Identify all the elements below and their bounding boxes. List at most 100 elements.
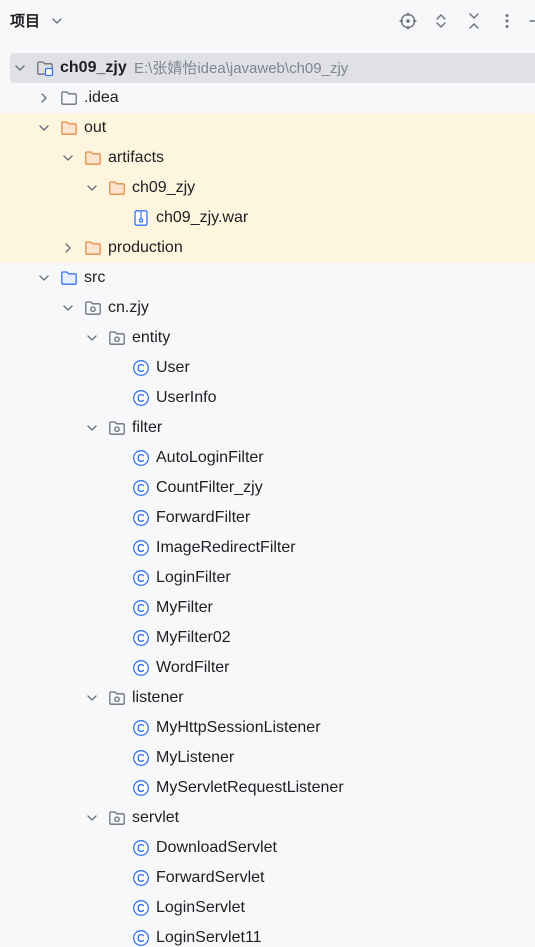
- tree-node-countfilter-zjy[interactable]: CountFilter_zjy: [0, 473, 535, 503]
- tree-node-myfilter02[interactable]: MyFilter02: [0, 623, 535, 653]
- class-icon: [132, 389, 150, 407]
- class-icon: [132, 779, 150, 797]
- package-icon: [108, 689, 126, 707]
- class-icon: [132, 479, 150, 497]
- chevron-right-icon[interactable]: [61, 241, 75, 255]
- tree-node-artifacts[interactable]: artifacts: [0, 143, 535, 173]
- tree-node-label: UserInfo: [156, 389, 217, 406]
- tree-node-label: DownloadServlet: [156, 839, 277, 856]
- chevron-down-icon[interactable]: [61, 301, 75, 315]
- tree-node-label: MyServletRequestListener: [156, 779, 344, 796]
- chevron-down-icon[interactable]: [61, 151, 75, 165]
- excluded-folder-icon: [108, 179, 126, 197]
- tree-node-forwardfilter[interactable]: ForwardFilter: [0, 503, 535, 533]
- more-options-icon[interactable]: [497, 11, 517, 31]
- tree-node-label: LoginServlet: [156, 899, 245, 916]
- tree-node-label: .idea: [84, 89, 119, 106]
- tree-node-label: production: [108, 239, 183, 256]
- excluded-folder-icon: [84, 149, 102, 167]
- tree-node-label: WordFilter: [156, 659, 230, 676]
- tree-node-label: artifacts: [108, 149, 165, 166]
- tree-node-userinfo[interactable]: UserInfo: [0, 383, 535, 413]
- tree-node-label: src: [84, 269, 106, 286]
- chevron-down-icon[interactable]: [85, 811, 99, 825]
- tree-node-idea[interactable]: .idea: [0, 83, 535, 113]
- tree-node-user[interactable]: User: [0, 353, 535, 383]
- class-icon: [132, 659, 150, 677]
- class-icon: [132, 839, 150, 857]
- class-icon: [132, 749, 150, 767]
- package-icon: [84, 299, 102, 317]
- tree-node-label: User: [156, 359, 190, 376]
- project-tool-window-header: 项目: [0, 0, 535, 44]
- chevron-down-icon[interactable]: [37, 121, 51, 135]
- tree-node-label: ch09_zjy: [60, 59, 127, 76]
- expand-all-icon[interactable]: [431, 11, 451, 31]
- tree-node-label: MyHttpSessionListener: [156, 719, 321, 736]
- tree-node-ch09-zjy-war[interactable]: ch09_zjy.war: [0, 203, 535, 233]
- class-icon: [132, 869, 150, 887]
- tree-node-production[interactable]: production: [0, 233, 535, 263]
- project-tree: ch09_zjy E:\张婧怡idea\javaweb\ch09_zjy .idea…: [0, 53, 535, 947]
- tree-node-listener[interactable]: listener: [0, 683, 535, 713]
- tree-node-label: ImageRedirectFilter: [156, 539, 296, 556]
- tree-node-myhttpsessionlistener[interactable]: MyHttpSessionListener: [0, 713, 535, 743]
- chevron-down-icon[interactable]: [50, 14, 64, 28]
- tree-node-cn-zjy[interactable]: cn.zjy: [0, 293, 535, 323]
- chevron-down-icon[interactable]: [85, 181, 99, 195]
- tree-node-imageredirectfilter[interactable]: ImageRedirectFilter: [0, 533, 535, 563]
- hide-panel-icon[interactable]: [527, 11, 535, 31]
- tree-node-label: servlet: [132, 809, 180, 826]
- tree-node-label: LoginFilter: [156, 569, 231, 586]
- chevron-down-icon[interactable]: [13, 61, 27, 75]
- tree-node-loginservlet[interactable]: LoginServlet: [0, 893, 535, 923]
- locate-icon[interactable]: [398, 11, 418, 31]
- class-icon: [132, 899, 150, 917]
- tree-node-label: ch09_zjy.war: [156, 209, 249, 226]
- class-icon: [132, 449, 150, 467]
- class-icon: [132, 929, 150, 947]
- collapse-all-icon[interactable]: [464, 11, 484, 31]
- archive-file-icon: [132, 209, 150, 227]
- tree-node-label: out: [84, 119, 107, 136]
- tree-node-mylistener[interactable]: MyListener: [0, 743, 535, 773]
- tree-node-ch09-zjy[interactable]: ch09_zjy E:\张婧怡idea\javaweb\ch09_zjy: [10, 53, 535, 83]
- project-view-title[interactable]: 项目: [10, 13, 41, 30]
- tree-node-myfilter[interactable]: MyFilter: [0, 593, 535, 623]
- class-icon: [132, 599, 150, 617]
- tree-node-entity[interactable]: entity: [0, 323, 535, 353]
- tree-node-label: CountFilter_zjy: [156, 479, 263, 496]
- tree-node-wordfilter[interactable]: WordFilter: [0, 653, 535, 683]
- class-icon: [132, 629, 150, 647]
- tree-node-label: ForwardServlet: [156, 869, 265, 886]
- tree-node-label: MyFilter02: [156, 629, 231, 646]
- tree-node-label: cn.zjy: [108, 299, 149, 316]
- tree-node-loginservlet11[interactable]: LoginServlet11: [0, 923, 535, 947]
- tree-node-ch09-zjy[interactable]: ch09_zjy: [0, 173, 535, 203]
- class-icon: [132, 359, 150, 377]
- chevron-down-icon[interactable]: [85, 331, 99, 345]
- tree-node-label: MyFilter: [156, 599, 213, 616]
- tree-node-src[interactable]: src: [0, 263, 535, 293]
- class-icon: [132, 509, 150, 527]
- tree-node-out[interactable]: out: [0, 113, 535, 143]
- package-icon: [108, 809, 126, 827]
- tree-node-downloadservlet[interactable]: DownloadServlet: [0, 833, 535, 863]
- tree-node-myservletrequestlistener[interactable]: MyServletRequestListener: [0, 773, 535, 803]
- chevron-right-icon[interactable]: [37, 91, 51, 105]
- source-folder-icon: [60, 269, 78, 287]
- tree-node-servlet[interactable]: servlet: [0, 803, 535, 833]
- tree-node-filter[interactable]: filter: [0, 413, 535, 443]
- tree-node-forwardservlet[interactable]: ForwardServlet: [0, 863, 535, 893]
- tree-node-label: entity: [132, 329, 171, 346]
- tree-node-loginfilter[interactable]: LoginFilter: [0, 563, 535, 593]
- module-path: E:\张婧怡idea\javaweb\ch09_zjy: [134, 60, 349, 77]
- chevron-down-icon[interactable]: [85, 421, 99, 435]
- class-icon: [132, 539, 150, 557]
- chevron-down-icon[interactable]: [85, 691, 99, 705]
- chevron-down-icon[interactable]: [37, 271, 51, 285]
- tree-node-autologinfilter[interactable]: AutoLoginFilter: [0, 443, 535, 473]
- tree-node-label: LoginServlet11: [156, 929, 262, 946]
- excluded-folder-icon: [84, 239, 102, 257]
